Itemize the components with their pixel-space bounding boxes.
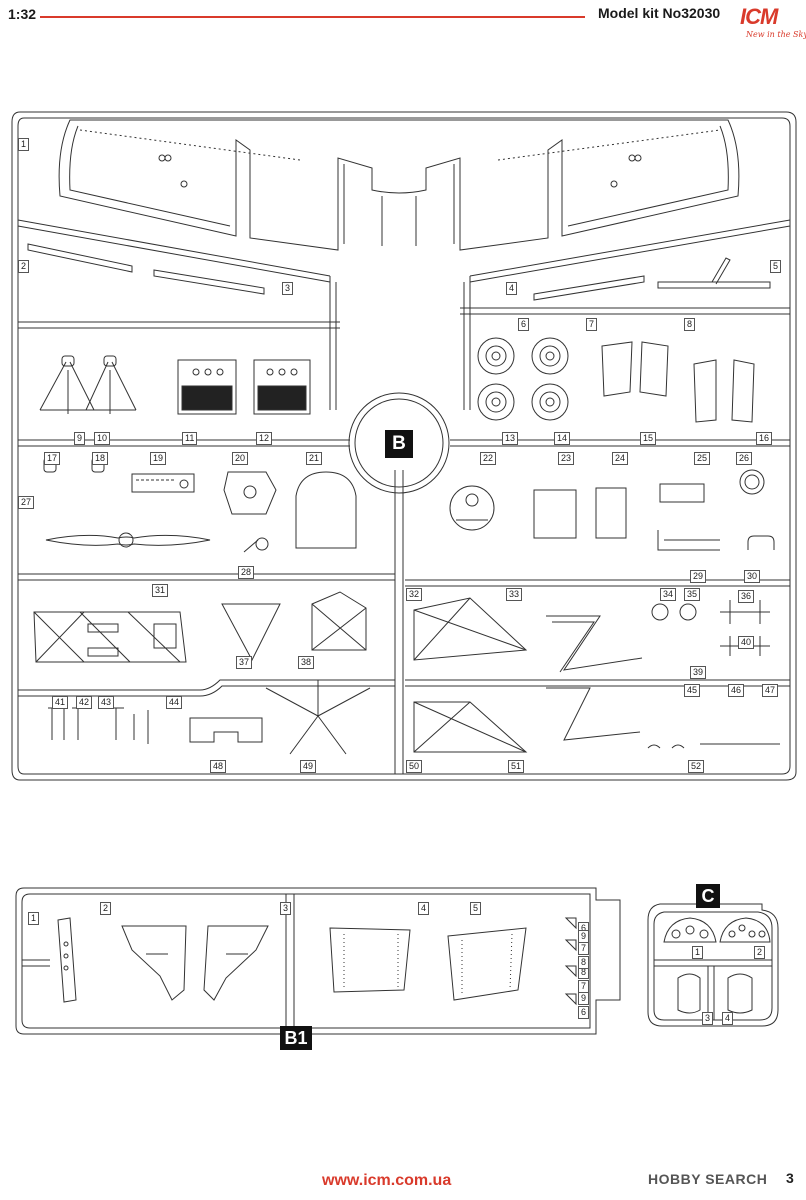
part-number-label: 5 — [770, 260, 782, 273]
watermark: HOBBY SEARCH — [648, 1171, 768, 1187]
model-kit-number: Model kit No32030 — [598, 5, 721, 21]
page-number: 3 — [786, 1170, 794, 1186]
part-number-label: 7 — [578, 942, 590, 955]
part-number-label: 1 — [692, 946, 704, 959]
part-number-label: 7 — [586, 318, 598, 331]
part-number-label: 49 — [300, 760, 317, 773]
part-number-label: 5 — [470, 902, 482, 915]
part-number-label: 18 — [92, 452, 109, 465]
part-number-label: 31 — [152, 584, 169, 597]
part-number-label: 23 — [558, 452, 575, 465]
part-number-label: 4 — [506, 282, 518, 295]
part-number-label: 12 — [256, 432, 273, 445]
part-number-label: 4 — [418, 902, 430, 915]
part-number-label: 15 — [640, 432, 657, 445]
parts-row-5 — [48, 680, 780, 755]
part-number-label: 48 — [210, 760, 227, 773]
part-number-label: 42 — [76, 696, 93, 709]
part-number-label: 11 — [182, 432, 198, 445]
part-number-label: 14 — [554, 432, 571, 445]
part-number-label: 16 — [756, 432, 773, 445]
part-number-label: 2 — [18, 260, 30, 273]
part-number-label: 51 — [508, 760, 525, 773]
parts-row-4 — [33, 591, 770, 673]
part-number-label: 3 — [702, 1012, 714, 1025]
part-number-label: 2 — [754, 946, 766, 959]
part-number-label: 35 — [684, 588, 701, 601]
part-number-label: 9 — [578, 930, 590, 943]
part-number-label: 2 — [100, 902, 112, 915]
sprue-b1-label: B1 — [280, 1026, 312, 1050]
part-number-label: 32 — [406, 588, 423, 601]
part-number-label: 22 — [480, 452, 497, 465]
part-number-label: 40 — [738, 636, 755, 649]
part-number-label: 38 — [298, 656, 315, 669]
part-number-label: 44 — [166, 696, 183, 709]
part-number-label: 9 — [578, 992, 590, 1005]
part-number-label: 10 — [94, 432, 111, 445]
part-number-label: 26 — [736, 452, 753, 465]
part-number-label: 4 — [722, 1012, 734, 1025]
part-number-label: 20 — [232, 452, 249, 465]
part-number-label: 8 — [578, 956, 590, 969]
header-rule — [40, 16, 585, 18]
brand-name: ICM — [740, 4, 778, 29]
part-number-label: 25 — [694, 452, 711, 465]
part-number-label: 50 — [406, 760, 423, 773]
part-number-label: 29 — [690, 570, 707, 583]
part-number-label: 34 — [660, 588, 677, 601]
part-number-label: 17 — [44, 452, 61, 465]
part-number-label: 28 — [238, 566, 255, 579]
part-number-label: 7 — [578, 980, 590, 993]
website-url[interactable]: www.icm.com.ua — [322, 1172, 452, 1189]
sprue-c-label: C — [696, 884, 720, 908]
part-upper-wing — [58, 119, 740, 251]
parts-row-3 — [43, 457, 775, 553]
part-number-label: 21 — [306, 452, 323, 465]
scale-label: 1:32 — [8, 6, 37, 22]
part-number-label: 33 — [506, 588, 523, 601]
part-number-label: 19 — [150, 452, 167, 465]
part-number-label: 43 — [98, 696, 115, 709]
sprue-c-frame — [647, 903, 779, 1027]
sprue-b1-frame — [15, 887, 621, 1035]
part-number-label: 1 — [18, 138, 30, 151]
part-number-label: 36 — [738, 590, 755, 603]
part-number-label: 30 — [744, 570, 761, 583]
sprue-b-label: B — [385, 430, 413, 458]
part-number-label: 6 — [518, 318, 530, 331]
part-number-label: 37 — [236, 656, 253, 669]
part-number-label: 39 — [690, 666, 707, 679]
part-number-label: 45 — [684, 684, 701, 697]
brand-tagline: New in the Sky — [746, 30, 806, 39]
part-number-label: 52 — [688, 760, 705, 773]
part-number-label: 3 — [280, 902, 292, 915]
part-number-label: 27 — [18, 496, 35, 509]
parts-struts-2-5 — [27, 243, 771, 301]
part-number-label: 3 — [282, 282, 294, 295]
brand-logo: ICM New in the Sky — [736, 4, 806, 48]
part-number-label: 41 — [52, 696, 69, 709]
part-number-label: 8 — [684, 318, 696, 331]
part-number-label: 46 — [728, 684, 745, 697]
parts-row-2 — [39, 337, 755, 423]
part-number-label: 24 — [612, 452, 629, 465]
part-number-label: 47 — [762, 684, 779, 697]
part-number-label: 9 — [74, 432, 86, 445]
part-number-label: 13 — [502, 432, 519, 445]
part-number-label: 6 — [578, 1006, 590, 1019]
part-number-label: 1 — [28, 912, 40, 925]
